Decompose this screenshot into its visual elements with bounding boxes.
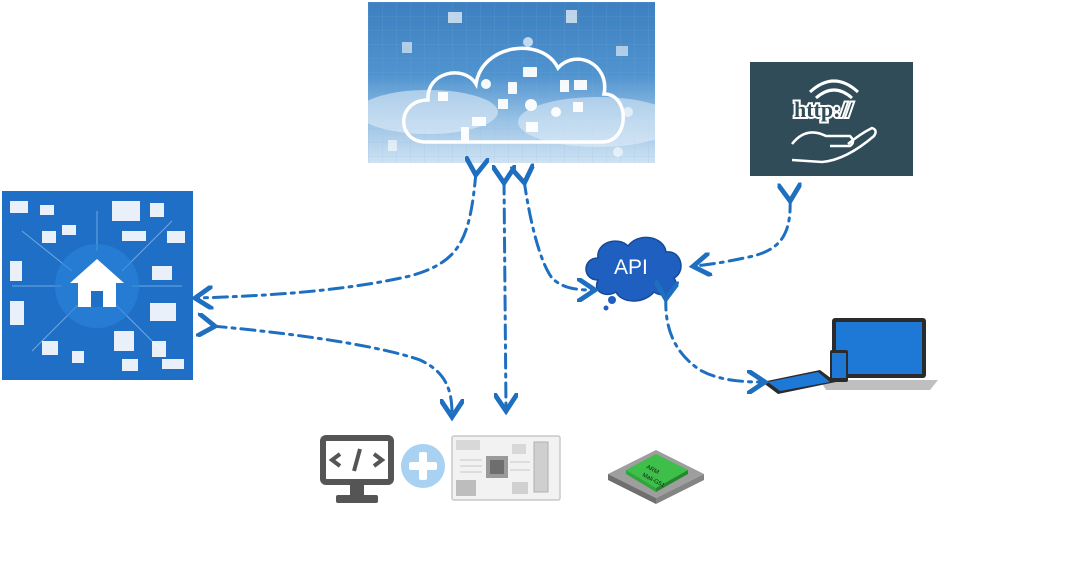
api-bubble-icon: API xyxy=(578,228,688,314)
arrow-cloud-home xyxy=(198,172,476,298)
arrow-home-code xyxy=(212,326,452,414)
gpu-chip-icon: ARM Mali-G51 xyxy=(604,430,708,506)
plus-icon xyxy=(400,443,446,489)
cloud-services-icon xyxy=(368,2,655,163)
laptop-tablet-phone-icon xyxy=(760,316,940,406)
smart-home-devices-icon xyxy=(2,191,193,380)
chip-label-arm: ARM xyxy=(645,464,660,476)
development-board-icon xyxy=(448,430,564,506)
http-text: http:// xyxy=(794,97,854,122)
arrow-http-api xyxy=(696,198,790,266)
http-hand-icon: http:// xyxy=(750,62,913,176)
arrow-cloud-board xyxy=(504,180,506,408)
api-label: API xyxy=(614,256,648,279)
code-monitor-icon xyxy=(318,433,396,505)
